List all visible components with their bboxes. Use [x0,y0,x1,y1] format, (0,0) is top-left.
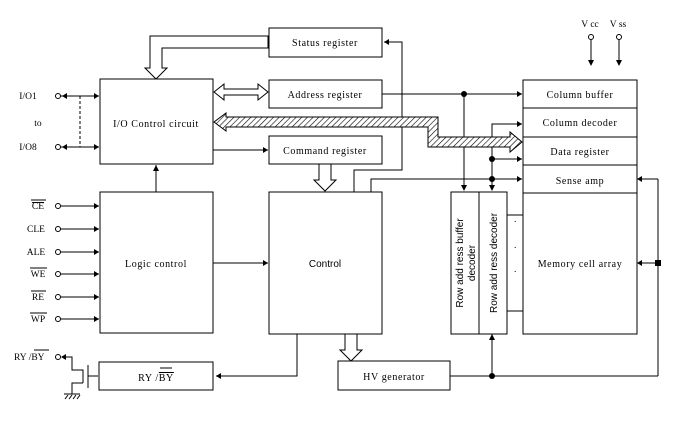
status-register-block: Status register [268,27,383,58]
pin-re-label: RE [32,293,44,303]
command-register-block: Command register [268,135,383,165]
row-address-buffer-decoder-label-1: Row add ress buffer [455,218,466,308]
command-register-label: Command register [283,146,367,157]
row-address-decoder-block: Row add ress decoder [478,191,508,335]
column-buffer-block: Column buffer [522,79,638,109]
ry-by-block-label: RY /BY [138,373,174,384]
dot-3: . [514,265,516,275]
address-register-block: Address register [268,79,383,109]
address-register-label: Address register [288,90,363,101]
pin-ce-label: CE [32,202,44,212]
dot-1: . [514,215,516,225]
pin-vss-label: V ss [610,20,627,30]
sense-amp-block: Sense amp [522,164,638,194]
data-register-block: Data register [522,136,638,166]
memory-cell-array-label: Memory cell array [538,259,623,270]
arrowheads [61,39,642,379]
pin-io-to-label: to [34,119,42,129]
io-control-label: I/O Control circuit [113,119,199,130]
hv-bus-arrow [338,333,364,362]
hv-generator-label: HV generator [363,372,425,383]
control-block: Control [268,191,383,335]
address-bus-arrow [213,82,269,102]
row-address-buffer-decoder-block: Row add ress buffer decoder [450,191,480,335]
column-buffer-label: Column buffer [547,90,614,101]
memory-cell-array-block: Memory cell array [522,192,638,335]
ry-by-block: RY /BY [98,361,214,391]
pin-ale-label: ALE [27,248,46,258]
column-decoder-block: Column decoder [522,107,638,138]
pin-vcc-label: V cc [581,20,599,30]
row-address-buffer-decoder-label-2: decoder [467,244,478,281]
control-label: Control [309,259,341,270]
pin-ry-by-label: RY /BY [14,353,45,363]
column-decoder-label: Column decoder [543,118,618,129]
logic-control-block: Logic control [99,191,214,334]
data-register-label: Data register [550,147,609,158]
pin-cle-label: CLE [27,225,45,235]
status-register-label: Status register [292,38,358,49]
pin-io1-label: I/O1 [19,92,37,102]
row-address-decoder-label: Row add ress decoder [489,212,500,313]
pin-io8-label: I/O8 [19,143,37,153]
data-bus-arrow [213,112,523,154]
pin-we-label: WE [31,270,46,280]
sense-amp-label: Sense amp [556,176,604,187]
command-bus-arrow [312,163,338,192]
pin-terminals [55,34,622,360]
logic-control-label: Logic control [125,259,187,270]
wires [60,40,659,400]
pin-wp-label: WP [31,315,45,325]
io-control-block: I/O Control circuit [99,78,214,165]
hv-generator-block: HV generator [337,360,451,391]
status-bus-arrow [143,35,269,80]
junctions [461,91,661,379]
dot-2: . [514,241,516,251]
